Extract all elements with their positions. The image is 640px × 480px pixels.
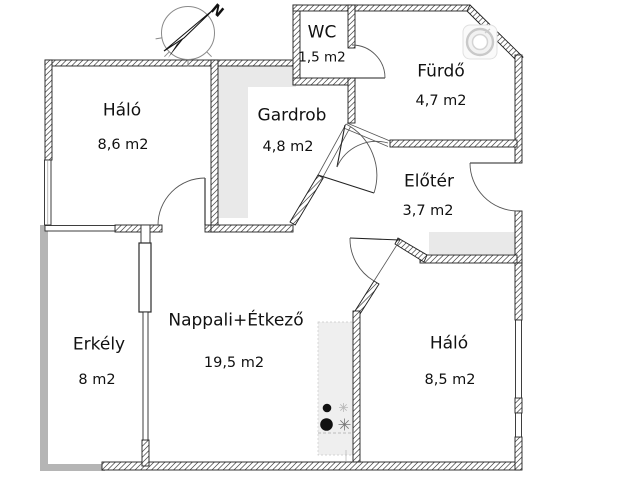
compass-ticks	[155, 37, 212, 67]
room-name-wc: WC	[307, 22, 337, 43]
door-opening	[317, 123, 351, 178]
room-name-living-dining: Nappali+Étkező	[168, 310, 304, 331]
room-name-bedroom-1: Háló	[102, 100, 142, 121]
room-area-hall: 3,7 m2	[402, 202, 454, 219]
wall-segment	[347, 77, 356, 124]
door-arc	[336, 140, 389, 168]
room-area-wardrobe: 4,8 m2	[262, 138, 314, 155]
compass-north-icon	[155, 6, 215, 67]
door-swing-bedroom-1	[157, 177, 206, 226]
windows	[44, 159, 522, 441]
room-area-bedroom-1: 8,6 m2	[97, 136, 149, 153]
balcony-wall-post	[140, 224, 151, 244]
balcony-door-panel	[138, 242, 152, 313]
door-arc	[345, 123, 378, 194]
room-name-bedroom-2: Háló	[429, 333, 469, 354]
wall-segment	[292, 77, 356, 86]
wall-segment	[354, 280, 380, 315]
window	[515, 319, 522, 399]
door-arc	[349, 237, 375, 282]
balcony-rail-bottom	[40, 464, 105, 471]
wall-segment	[514, 397, 523, 414]
wall-segment	[514, 54, 523, 164]
wall-segment	[141, 439, 150, 467]
stove-burners-icon	[318, 403, 354, 461]
room-name-wardrobe: Gardrob	[257, 105, 327, 126]
wall-segment	[101, 461, 521, 471]
hall-closet	[429, 232, 516, 254]
wall-segment	[514, 436, 523, 471]
door-openings	[317, 122, 401, 282]
door-opening	[344, 122, 391, 147]
wall-segment	[44, 59, 53, 161]
wall-segment	[292, 4, 356, 12]
door-arc	[351, 44, 386, 79]
wall-segment	[389, 139, 518, 148]
burner-star	[339, 403, 348, 412]
wall-segment	[289, 174, 324, 226]
compass-needle-white	[163, 8, 215, 52]
room-area-balcony: 8 m2	[78, 371, 116, 388]
room-area-bathroom: 4,7 m2	[415, 92, 467, 109]
doors	[157, 44, 518, 282]
wardrobe-shelf	[218, 63, 296, 218]
door-swing-wardrobe	[317, 123, 378, 194]
wall-segment	[354, 4, 471, 12]
room-name-balcony: Erkély	[72, 334, 126, 355]
balcony-rail-left	[40, 225, 48, 471]
door-opening	[373, 239, 401, 282]
balcony-railing	[40, 225, 105, 471]
room-area-living-dining: 19,5 m2	[203, 354, 265, 371]
door-leaf	[336, 124, 346, 168]
room-area-wc: 1,5 m2	[298, 49, 346, 66]
door-arc	[157, 177, 206, 226]
washing-machine-drum-inner	[471, 33, 489, 51]
door-swing-entrance	[469, 162, 518, 212]
walls	[44, 4, 524, 471]
washing-machine-detail	[484, 28, 491, 34]
wall-segment	[210, 224, 294, 233]
wall-segment	[352, 310, 361, 463]
window	[44, 225, 116, 232]
wall-segment	[419, 254, 518, 264]
door-swing-wc	[351, 44, 386, 79]
wall-segment	[292, 4, 301, 86]
door-arc	[469, 162, 518, 212]
burner-dot	[320, 418, 333, 431]
room-name-bathroom: Fürdő	[417, 61, 465, 82]
window	[515, 412, 522, 438]
wall-segment	[394, 237, 428, 263]
kitchen-counter	[317, 321, 355, 456]
room-area-bedroom-2: 8,5 m2	[424, 371, 476, 388]
wall-segment	[210, 59, 219, 233]
door-swing-bathroom	[336, 124, 389, 168]
room-name-hall: Előtér	[404, 171, 454, 192]
burner-star	[338, 418, 351, 431]
wall-segment	[514, 262, 523, 321]
burner-dot	[322, 403, 332, 413]
door-leaf	[317, 174, 375, 194]
washing-machine-icon	[462, 24, 498, 60]
door-leaf	[349, 237, 401, 241]
door-swing-bedroom-2	[349, 237, 401, 282]
window	[142, 311, 149, 441]
wall-segment	[347, 4, 356, 49]
wall-segment	[114, 224, 163, 233]
wall-segment	[44, 59, 301, 67]
